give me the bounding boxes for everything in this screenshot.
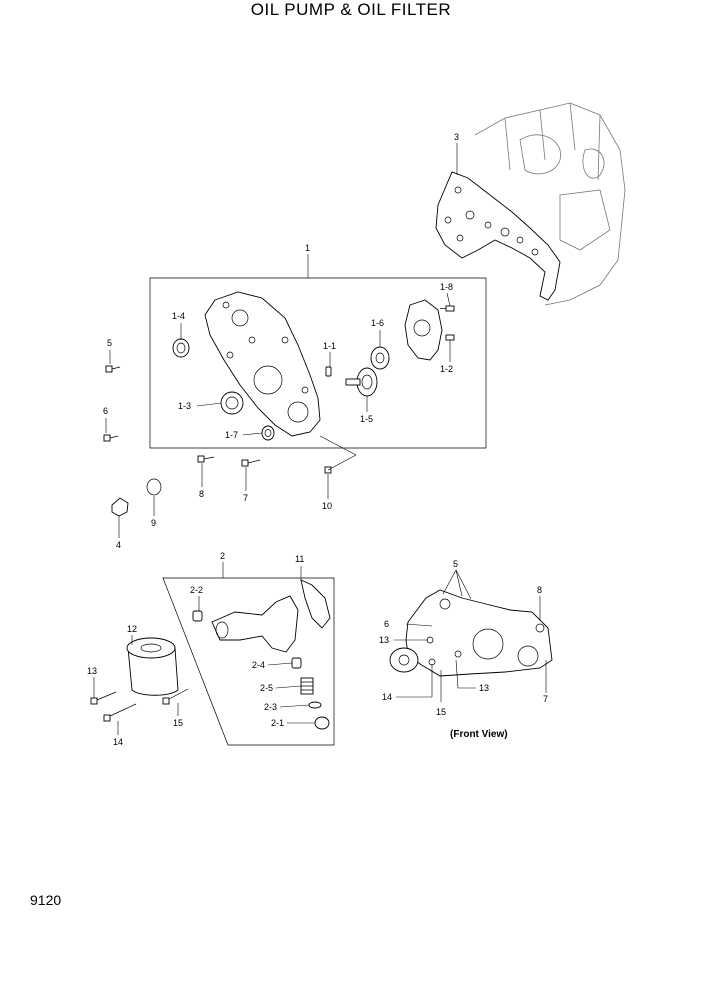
front-callout-8: 8 [537, 585, 542, 595]
regulator-part-2 [211, 595, 299, 653]
bolt-part-6 [103, 434, 119, 442]
callout-2: 2 [220, 551, 225, 561]
callout-15: 15 [173, 718, 183, 728]
seal-part-1-7 [261, 425, 275, 441]
screw-part-1-2 [445, 334, 455, 341]
callout-2-2: 2-2 [190, 585, 203, 595]
seal-part-1-4 [172, 338, 190, 358]
front-callout-14: 14 [382, 692, 392, 702]
callout-1-1: 1-1 [323, 341, 336, 351]
bolt-part-13 [90, 691, 117, 705]
callout-6: 6 [103, 406, 108, 416]
seal-part-1-3 [220, 391, 244, 415]
callout-1-8: 1-8 [440, 282, 453, 292]
callout-1-4: 1-4 [172, 311, 185, 321]
screw-part-1-8 [440, 305, 455, 312]
front-callout-7: 7 [543, 694, 548, 704]
spring-part-2-5 [300, 677, 314, 695]
bolt-part-7 [241, 459, 261, 467]
callout-13: 13 [87, 666, 97, 676]
callout-2-1: 2-1 [271, 718, 284, 728]
front-callout-15: 15 [436, 707, 446, 717]
callout-1-6: 1-6 [371, 318, 384, 328]
callout-labels: 3 1 1-4 1-1 1-3 1-7 1-6 1-5 1-8 1-2 5 6 … [87, 132, 548, 747]
callout-1-5: 1-5 [360, 414, 373, 424]
front-callout-13b: 13 [479, 683, 489, 693]
callout-3: 3 [454, 132, 459, 142]
callout-7: 7 [243, 493, 248, 503]
part-2-2 [192, 610, 203, 622]
callout-14: 14 [113, 737, 123, 747]
part-2-4 [291, 657, 302, 669]
front-view-caption: (Front View) [450, 729, 508, 740]
bolt-part-5 [105, 365, 121, 373]
o-ring-part-9 [146, 478, 162, 496]
ring-part-2-3 [308, 701, 322, 709]
page-title: OIL PUMP & OIL FILTER [250, 0, 452, 19]
callout-1-2: 1-2 [440, 364, 453, 374]
cap-part-4 [111, 497, 129, 517]
front-callout-5: 5 [453, 559, 458, 569]
front-callout-13a: 13 [379, 635, 389, 645]
leader-lines [93, 143, 547, 735]
gasket-plate-part-3 [435, 171, 561, 301]
gear-part-1-6 [370, 346, 390, 370]
callout-10: 10 [322, 501, 332, 511]
callout-1-7: 1-7 [225, 430, 238, 440]
callout-1: 1 [305, 243, 310, 253]
group-1-frame [149, 277, 487, 449]
engine-block-outline [474, 102, 626, 306]
gear-shaft-part-1-5 [345, 367, 378, 397]
bolt-part-8 [197, 455, 215, 463]
callout-5: 5 [107, 338, 112, 348]
bolt-part-15 [162, 688, 189, 705]
callout-9: 9 [151, 518, 156, 528]
callout-8: 8 [199, 489, 204, 499]
callout-4: 4 [116, 540, 121, 550]
group-2-frame [162, 577, 335, 746]
oil-filter-part-12 [126, 637, 179, 696]
callout-1-3: 1-3 [178, 401, 191, 411]
pump-housing [404, 299, 443, 361]
front-view-assembly [389, 589, 553, 677]
callout-2-5: 2-5 [260, 683, 273, 693]
plug-part-2-1 [314, 716, 330, 730]
callout-11: 11 [295, 554, 304, 564]
callout-2-3: 2-3 [264, 702, 277, 712]
bracket-part-11 [300, 579, 331, 629]
page-number: 9120 [30, 892, 62, 908]
pin-part-1-1 [325, 366, 332, 377]
callout-2-4: 2-4 [252, 660, 265, 670]
front-cover-part-1 [204, 291, 321, 437]
bolt-part-14 [103, 703, 137, 722]
callout-12: 12 [127, 624, 137, 634]
front-callout-6: 6 [384, 619, 389, 629]
